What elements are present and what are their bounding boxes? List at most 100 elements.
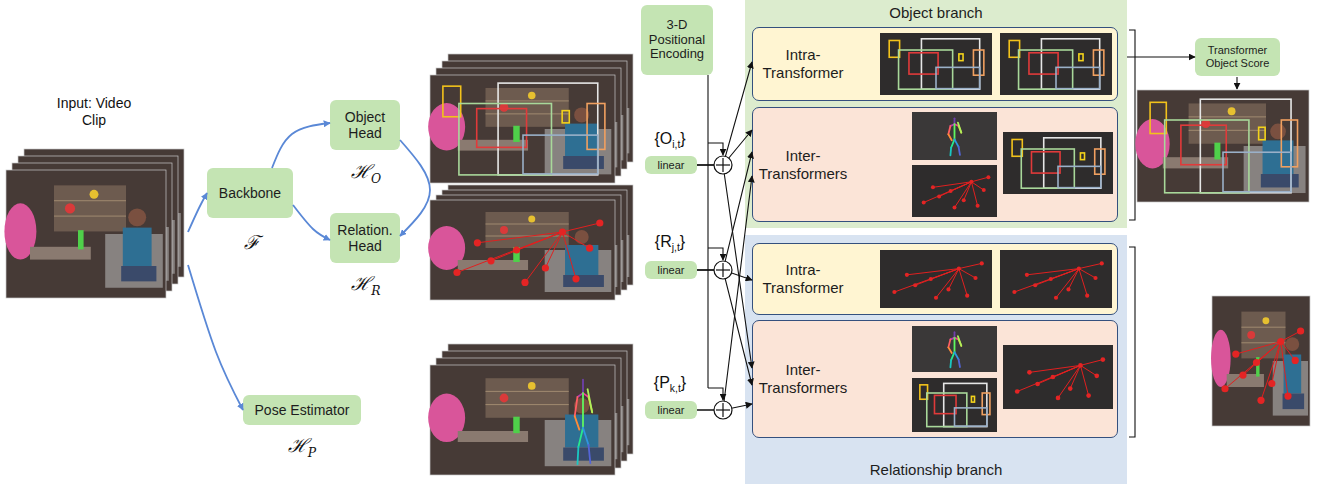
thumbnail — [1003, 132, 1113, 194]
pose-skeleton — [958, 336, 961, 346]
relation-graph — [973, 276, 977, 280]
relation-graph — [1257, 397, 1264, 404]
relation-graph — [1080, 360, 1102, 366]
thumbnail — [912, 378, 997, 432]
video-frame — [486, 391, 569, 392]
node-label: Inter- Transformers — [753, 147, 853, 183]
node-label: Transformer Object Score — [1199, 44, 1276, 69]
relation-graph — [1100, 261, 1104, 265]
relation-graph — [453, 269, 460, 276]
relation-graph — [1027, 269, 1079, 275]
detection-boxes — [1200, 99, 1291, 193]
flow-arrow — [293, 205, 330, 240]
node-label: linear — [658, 405, 685, 416]
thumbnail — [1000, 33, 1112, 95]
pose-skeleton — [948, 118, 961, 155]
relation-graph — [982, 188, 986, 192]
relation-graph — [1068, 269, 1078, 290]
detection-boxes — [1056, 67, 1100, 88]
pose-skeleton — [959, 147, 960, 155]
branch-bracket — [1129, 247, 1135, 437]
relation-graph — [545, 232, 562, 268]
relation-graph — [949, 189, 953, 193]
relation-graph — [542, 264, 549, 271]
node-label: Pose Estimator — [255, 402, 350, 418]
relation-graph — [1277, 338, 1284, 345]
video-frame — [500, 394, 509, 403]
pose-skeleton — [950, 148, 952, 156]
relation-graph — [596, 219, 603, 226]
detection-boxes — [971, 396, 974, 402]
node-label: Relationship branch — [745, 461, 1127, 478]
relation-graph — [980, 261, 984, 265]
pose-skeleton — [577, 447, 580, 464]
relation-graph — [1015, 357, 1105, 400]
relation-graph — [1093, 276, 1097, 280]
node-label: linear — [658, 160, 685, 171]
feature-arrow — [697, 165, 752, 368]
pose-skeleton — [582, 393, 584, 428]
node-label: Input: Video Clip — [53, 95, 135, 129]
thumbnail — [912, 112, 997, 160]
video-frame — [563, 275, 604, 287]
relation-graph — [971, 177, 988, 182]
relation-graph — [953, 206, 957, 210]
symbol-part: {R — [655, 233, 672, 250]
video-frame — [128, 208, 146, 226]
relation-graph — [1025, 273, 1029, 277]
video-frame — [1262, 317, 1269, 324]
relation-graph — [513, 246, 520, 253]
sum-symbol — [714, 401, 732, 419]
relation-graph — [1086, 393, 1091, 398]
linear-box: linear — [645, 401, 697, 419]
detection-boxes — [1044, 138, 1101, 188]
relation-graph — [1221, 385, 1228, 392]
node-label: Intra- Transformer — [753, 46, 853, 82]
encoding-wires — [708, 248, 723, 260]
detection-boxes — [921, 39, 979, 89]
detection-boxes — [1019, 50, 1073, 89]
video-frame — [1135, 90, 1309, 202]
pose-skeleton — [948, 332, 961, 367]
video-frame — [1241, 327, 1285, 328]
relation-graph — [1058, 365, 1080, 397]
detection-boxes — [955, 408, 987, 426]
relation-graph — [572, 275, 579, 282]
pose-skeleton — [951, 352, 954, 360]
branch-bracket — [1236, 77, 1237, 89]
detection-boxes — [899, 50, 953, 89]
pose-skeleton — [583, 428, 589, 445]
relation-graph — [1239, 372, 1246, 379]
pose-skeleton — [959, 359, 960, 367]
relation-graph — [1080, 365, 1096, 375]
pose-skeleton — [958, 123, 961, 133]
relation-graph — [562, 223, 599, 232]
pose-skeleton — [578, 428, 583, 447]
relation-graph — [905, 273, 909, 277]
relation-graph — [922, 175, 991, 209]
symbol-part: ℋ — [351, 160, 371, 182]
symbol-part: } — [681, 374, 686, 391]
video-frame — [1212, 296, 1310, 426]
video-frame — [513, 417, 519, 434]
node-label: Inter- Transformers — [753, 361, 853, 397]
relation-graph — [1297, 327, 1304, 334]
node-label: 3-D Positional Encoding — [643, 18, 711, 63]
module-symbol: ℱ — [244, 229, 260, 255]
detection-boxes — [1181, 125, 1226, 165]
feature-arrow — [1127, 56, 1195, 57]
detection-boxes — [936, 67, 980, 88]
relation-graph — [1077, 267, 1081, 271]
pose-skeleton — [951, 139, 954, 147]
thumbnail — [912, 326, 997, 372]
detection-boxes — [443, 83, 605, 175]
symbol-subscript: P — [308, 446, 316, 460]
detection-boxes — [1095, 149, 1105, 174]
pose-skeleton — [948, 347, 951, 353]
module-symbol: ℋR — [351, 270, 380, 298]
detection-boxes — [443, 86, 461, 117]
detection-boxes — [1165, 120, 1249, 193]
feature-arrow — [697, 176, 752, 410]
detection-boxes — [973, 50, 983, 75]
feature-arrow — [697, 62, 752, 165]
